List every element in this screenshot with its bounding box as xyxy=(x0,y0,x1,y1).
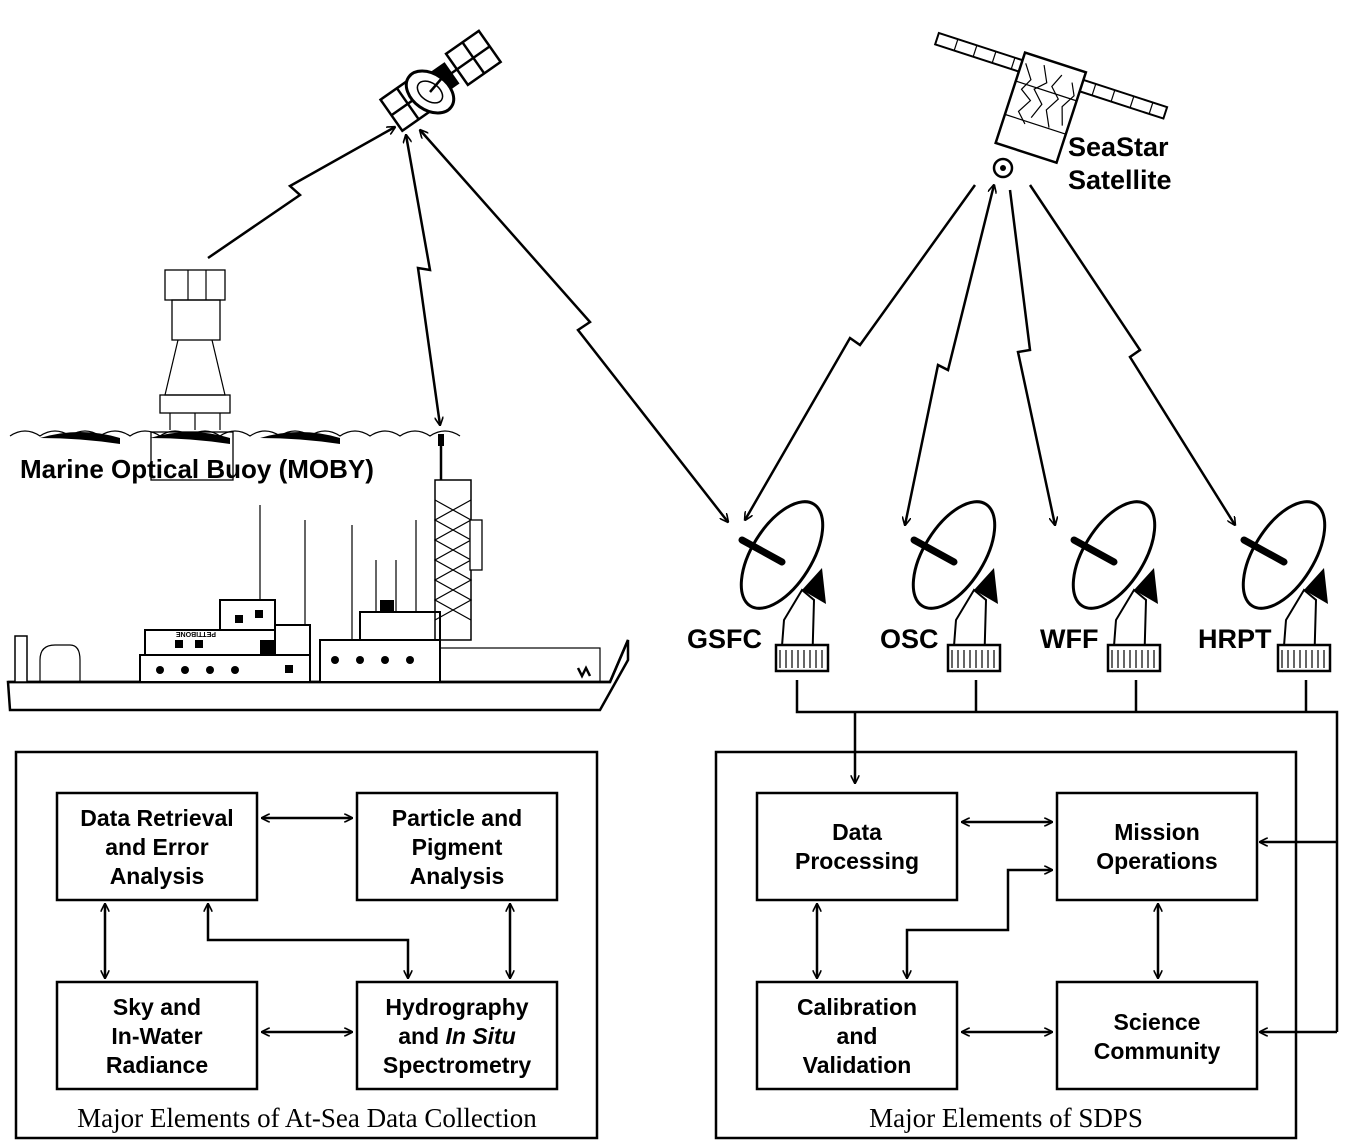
box-data-processing xyxy=(755,791,959,902)
communication-satellite-icon xyxy=(378,29,503,133)
link-seastar-hrpt-arrow xyxy=(1028,184,1235,525)
seastar-satellite-icon xyxy=(933,31,1169,179)
seastar-label-line-2: Satellite xyxy=(1068,165,1172,195)
box-particle-pigment-line-1: Particle and xyxy=(392,805,522,831)
sdps-panel: Data Processing Mission Operations Calib… xyxy=(714,750,1298,1140)
box-hydrography-line-1: Hydrography xyxy=(385,994,528,1020)
ship-name-label: PETTIBONE xyxy=(176,630,216,637)
arrow-retrieval-hydrography xyxy=(208,904,408,978)
box-sky-radiance xyxy=(55,980,259,1091)
seastar-label-line-1: SeaStar xyxy=(1068,132,1169,162)
link-moby-to-relay-arrow xyxy=(207,127,395,260)
station-label-gsfc: GSFC xyxy=(687,624,762,654)
box-mission-operations-line-1: Mission xyxy=(1114,819,1200,845)
box-sky-radiance-line-3: Radiance xyxy=(106,1052,208,1078)
box-mission-operations-line-2: Operations xyxy=(1096,848,1217,874)
station-label-wff: WFF xyxy=(1040,624,1098,654)
link-relay-gsfc-arrow xyxy=(420,130,728,522)
box-hydrography-line-3: Spectrometry xyxy=(383,1052,531,1078)
station-label-hrpt: HRPT xyxy=(1198,624,1272,654)
box-hydrography-line-2: and In Situ xyxy=(398,1023,516,1049)
box-data-processing-line-2: Processing xyxy=(795,848,919,874)
arrow-mission-calibration xyxy=(907,870,1052,978)
ground-station-wff-icon xyxy=(1070,500,1162,673)
box-calibration-line-3: Validation xyxy=(803,1052,912,1078)
box-particle-pigment-line-3: Analysis xyxy=(410,863,505,889)
box-data-retrieval xyxy=(55,791,259,902)
ground-network-bus xyxy=(795,680,1339,1032)
at-sea-panel-caption: Major Elements of At-Sea Data Collection xyxy=(77,1103,537,1133)
station-label-osc: OSC xyxy=(880,624,939,654)
at-sea-data-collection-panel: Data Retrieval and Error Analysis Partic… xyxy=(14,750,599,1140)
moby-buoy-icon xyxy=(9,269,461,481)
link-relay-ship-arrow xyxy=(406,135,440,425)
box-sky-radiance-line-2: In-Water xyxy=(111,1023,202,1049)
moby-label: Marine Optical Buoy (MOBY) xyxy=(20,454,374,484)
box-mission-operations xyxy=(1055,791,1259,902)
box-particle-pigment xyxy=(355,791,559,902)
ground-station-hrpt-icon xyxy=(1240,500,1332,673)
box-particle-pigment-line-2: Pigment xyxy=(412,834,503,860)
box-science-community-line-2: Community xyxy=(1094,1038,1221,1064)
box-data-retrieval-line-1: Data Retrieval xyxy=(80,805,233,831)
box-science-community-line-1: Science xyxy=(1114,1009,1201,1035)
box-science-community xyxy=(1055,980,1259,1091)
ground-station-gsfc-icon xyxy=(738,500,830,673)
box-hydrography xyxy=(355,980,559,1091)
link-seastar-osc-arrow xyxy=(905,185,994,525)
link-seastar-gsfc-arrow xyxy=(745,184,977,520)
box-data-retrieval-line-3: Analysis xyxy=(110,863,205,889)
box-calibration-validation xyxy=(755,980,959,1091)
box-calibration-line-1: Calibration xyxy=(797,994,917,1020)
box-data-retrieval-line-2: and Error xyxy=(105,834,209,860)
link-seastar-wff-arrow xyxy=(1008,189,1055,525)
box-calibration-line-2: and xyxy=(837,1023,878,1049)
box-data-processing-line-1: Data xyxy=(832,819,882,845)
ground-station-osc-icon xyxy=(910,500,1002,673)
research-ship-icon: PETTIBONE xyxy=(6,434,630,712)
box-sky-radiance-line-1: Sky and xyxy=(113,994,201,1020)
sdps-panel-caption: Major Elements of SDPS xyxy=(869,1103,1143,1133)
